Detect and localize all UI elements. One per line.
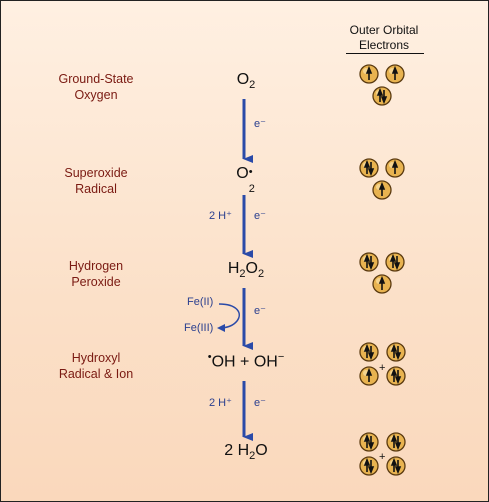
orbital-icon: [386, 432, 406, 452]
plus-sign: +: [379, 451, 386, 463]
orbital-icon: [372, 86, 392, 106]
orbital-icon: [359, 366, 379, 386]
spin-up-icon: [363, 343, 371, 358]
stage-label: Oxygen: [74, 88, 118, 102]
electron-label-1: e⁻: [254, 118, 266, 130]
spin-up-icon: [390, 457, 398, 472]
stage-label: Superoxide: [64, 166, 128, 180]
header-underline: [346, 53, 424, 54]
spin-up-icon: [390, 433, 398, 448]
orbital-icon: [372, 180, 392, 200]
stage-label: Hydroxyl: [71, 351, 121, 365]
formula-text: 2 H: [224, 442, 250, 459]
formula-text: O: [236, 165, 249, 182]
orbital-icon: [359, 158, 379, 178]
electron-label-2: e⁻: [254, 210, 266, 222]
spin-down-icon: [394, 460, 402, 475]
formula-text: O: [236, 71, 250, 88]
stage-ground-state-oxygen: Ground-State Oxygen: [31, 71, 161, 103]
radical-dot: •: [248, 166, 253, 178]
spin-up-icon: [376, 87, 384, 102]
orbital-icon: [359, 342, 379, 362]
orbital-icon: [359, 64, 379, 84]
formula-o2: O2: [186, 71, 306, 91]
spin-down-icon: [367, 256, 375, 271]
stage-hydrogen-peroxide: Hydrogen Peroxide: [31, 258, 161, 290]
spin-down-icon: [367, 162, 375, 177]
spin-down-icon: [367, 346, 375, 361]
plus-sign: +: [379, 362, 386, 374]
orbital-header: Outer Orbital Electrons: [334, 23, 434, 53]
orbital-header-line2: Electrons: [358, 38, 410, 52]
spin-down-icon: [394, 346, 402, 361]
orbital-icon: [359, 456, 379, 476]
spin-up-icon: [378, 275, 386, 290]
proton-label-2: 2 H⁺: [209, 397, 232, 409]
proton-label-1: 2 H⁺: [209, 210, 232, 222]
orbital-icon: [386, 342, 406, 362]
spin-up-icon: [363, 457, 371, 472]
formula-text: OH + OH: [211, 353, 278, 371]
spin-up-icon: [365, 367, 373, 382]
orbital-icon: [359, 252, 379, 272]
ion-charge: −: [277, 351, 285, 363]
formula-sub: 2: [258, 268, 265, 281]
orbital-icon: [385, 252, 405, 272]
orbital-icon: [385, 64, 405, 84]
spin-up-icon: [391, 159, 399, 174]
fe-ii-label: Fe(II): [187, 296, 214, 308]
orbital-header-line1: Outer Orbital: [349, 23, 419, 37]
spin-up-icon: [363, 159, 371, 174]
electron-label-3: e⁻: [254, 305, 266, 317]
formula-text: O: [245, 260, 258, 277]
orbital-icon: [386, 456, 406, 476]
spin-down-icon: [367, 436, 375, 451]
spin-up-icon: [390, 367, 398, 382]
spin-up-icon: [378, 181, 386, 196]
stage-superoxide-radical: Superoxide Radical: [31, 165, 161, 197]
stage-label: Hydrogen: [68, 259, 124, 273]
orbital-icon: [359, 432, 379, 452]
fenton-curve-arrow: [217, 303, 240, 332]
spin-down-icon: [394, 370, 402, 385]
formula-sub: 2: [239, 268, 246, 281]
formula-hydroxyl: •OH + OH−: [186, 351, 306, 371]
stage-label: Ground-State: [58, 72, 134, 86]
formula-sub: 2: [249, 79, 256, 92]
orbital-icon: [386, 366, 406, 386]
spin-up-icon: [363, 433, 371, 448]
formula-sub: 2: [248, 183, 255, 195]
fe-iii-label: Fe(III): [184, 322, 214, 334]
spin-up-icon: [389, 253, 397, 268]
stage-label: Radical: [75, 182, 117, 196]
spin-down-icon: [367, 460, 375, 475]
spin-down-icon: [394, 436, 402, 451]
stage-label: Radical & Ion: [58, 367, 134, 381]
stage-label: Peroxide: [71, 275, 121, 289]
formula-text: O: [255, 442, 268, 459]
radical-dot: •: [207, 351, 212, 363]
spin-up-icon: [365, 65, 373, 80]
spin-up-icon: [363, 253, 371, 268]
formula-water: 2 H2O: [186, 442, 306, 462]
electron-label-4: e⁻: [254, 397, 266, 409]
orbital-icon: [385, 158, 405, 178]
spin-up-icon: [390, 343, 398, 358]
spin-up-icon: [391, 65, 399, 80]
formula-sub: 2: [249, 450, 256, 463]
stage-hydroxyl-radical-ion: Hydroxyl Radical & Ion: [31, 350, 161, 382]
formula-superoxide: O• 2: [186, 165, 306, 195]
spin-down-icon: [393, 256, 401, 271]
formula-h2o2: H2O2: [186, 260, 306, 280]
orbital-icon: [372, 274, 392, 294]
formula-text: H: [227, 260, 240, 277]
spin-down-icon: [380, 90, 388, 105]
